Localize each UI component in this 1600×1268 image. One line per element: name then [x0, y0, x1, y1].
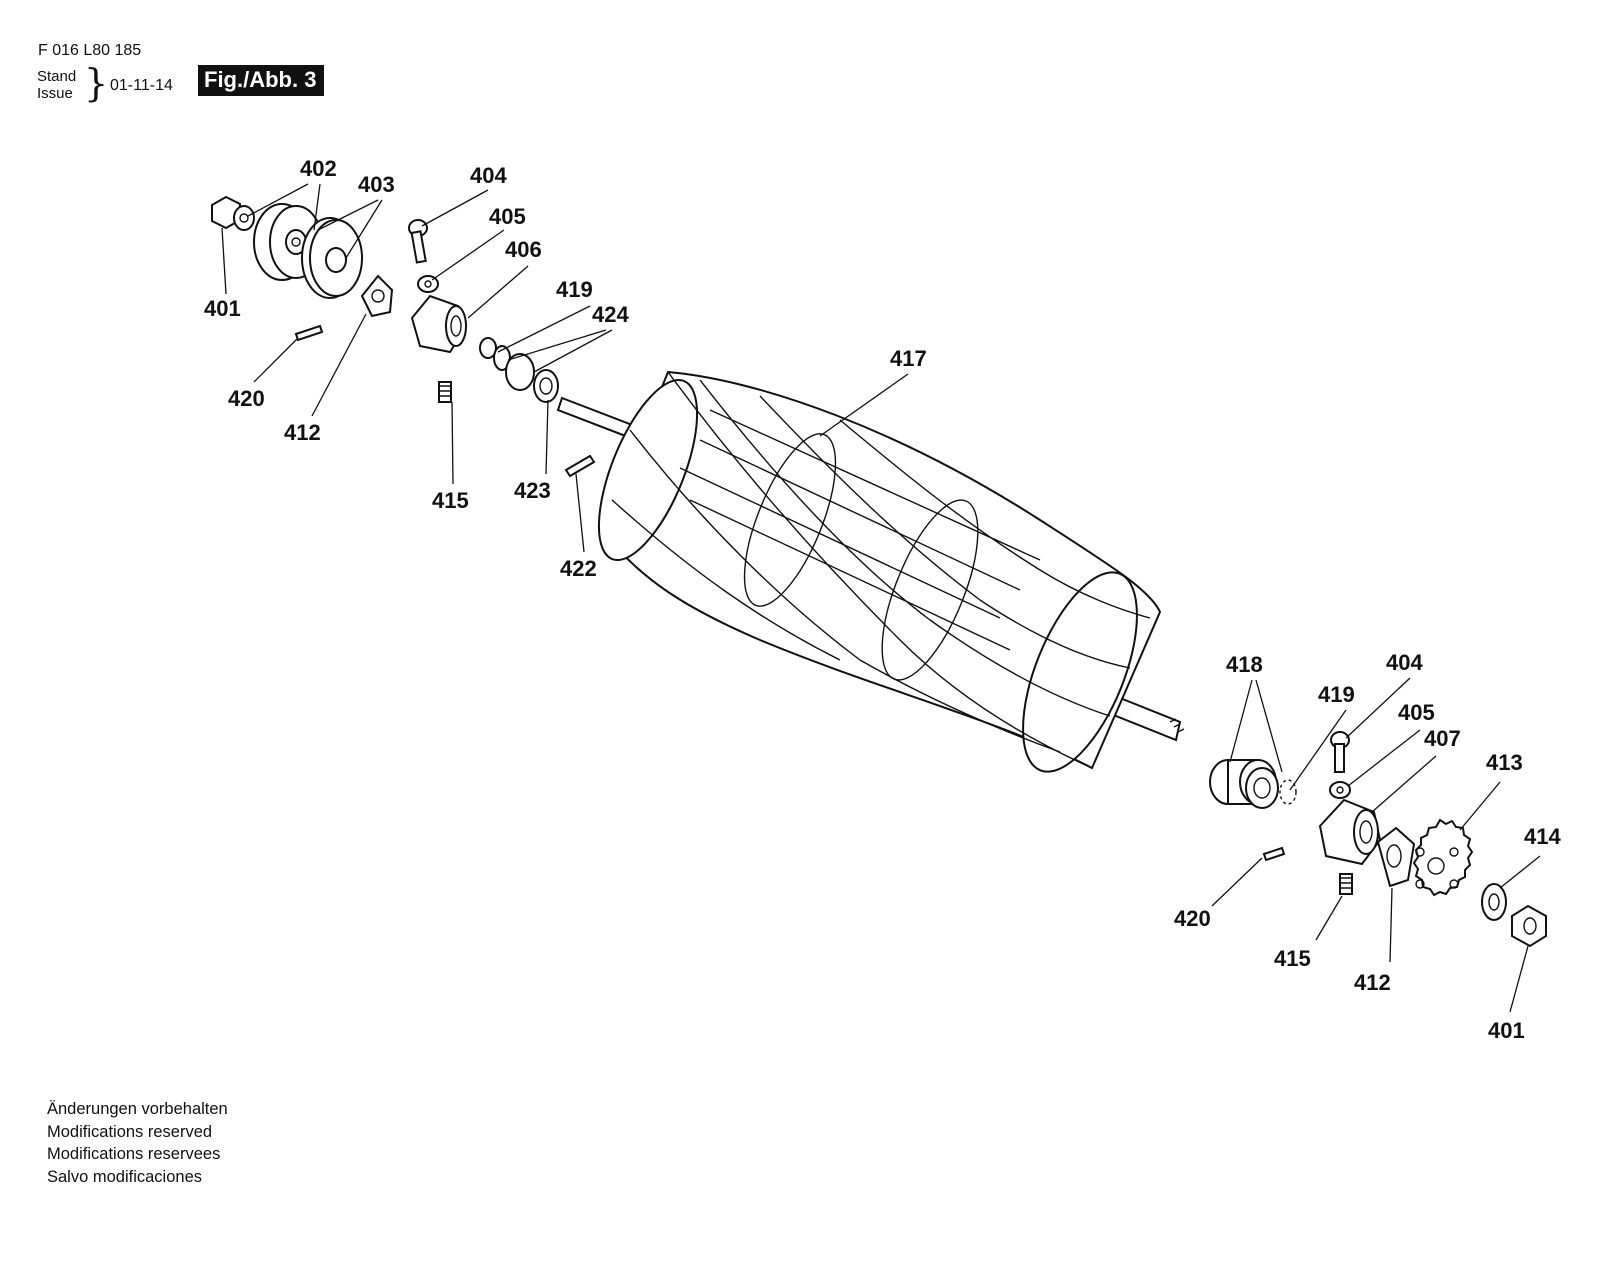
bearing-housing-407: [1318, 798, 1382, 866]
callout-404-right: 404: [1386, 650, 1423, 675]
callout-405-right: 405: [1398, 700, 1435, 725]
nut-401-left: [211, 195, 255, 231]
circlip-419-right: [1279, 779, 1297, 805]
callout-412-right: 412: [1354, 970, 1391, 995]
brace-symbol: }: [84, 61, 109, 105]
bearing-set-419-424-left: [479, 337, 559, 403]
wheel-403: [301, 217, 363, 299]
callout-402: 402: [300, 156, 337, 181]
callout-403: 403: [358, 172, 395, 197]
pin-420-right: [1262, 846, 1286, 862]
callout-415-left: 415: [432, 488, 469, 513]
notice-line-de: Änderungen vorbehalten: [47, 1100, 228, 1118]
wheel-402: [253, 203, 323, 281]
washer-414: [1481, 883, 1507, 921]
notice-line-fr: Modifications reservees: [47, 1145, 221, 1163]
nut-401-right: [1511, 904, 1547, 948]
callout-415-right: 415: [1274, 946, 1311, 971]
notice-line-en: Modifications reserved: [47, 1122, 213, 1141]
pin-420-left: [294, 324, 324, 342]
gasket-412-left: [360, 274, 394, 318]
modifications-notice: Änderungen vorbehalten Modifications res…: [47, 1098, 228, 1188]
callout-424: 424: [592, 302, 629, 327]
callout-401-right: 401: [1488, 1018, 1525, 1043]
callout-412-left: 412: [284, 420, 321, 445]
callout-419-right: 419: [1318, 682, 1355, 707]
callout-406: 406: [505, 237, 542, 262]
bearing-housing-406: [410, 294, 467, 354]
callout-labels: 402 403 401 404 405 406 419 424 417 420 …: [204, 156, 1561, 1043]
callout-422: 422: [560, 556, 597, 581]
notice-line-es: Salvo modificaciones: [47, 1167, 202, 1186]
grease-nipple-415-left: [438, 381, 452, 403]
callout-420-left: 420: [228, 386, 265, 411]
callout-407: 407: [1424, 726, 1461, 751]
issue-date: 01-11-14: [110, 77, 173, 94]
bearing-418: [1209, 759, 1279, 809]
left-parts-group: [211, 195, 596, 478]
bolt-404-right: [1330, 731, 1350, 773]
callout-418: 418: [1226, 652, 1263, 677]
callout-413: 413: [1486, 750, 1523, 775]
callout-420-right: 420: [1174, 906, 1211, 931]
document-code: F 016 L80 185: [38, 42, 142, 59]
cutting-reel-417: [556, 370, 1185, 773]
callout-419-left: 419: [556, 277, 593, 302]
callout-423: 423: [514, 478, 551, 503]
key-422: [564, 454, 596, 478]
stand-issue-label: Stand Issue: [37, 68, 76, 102]
callout-404-left: 404: [470, 163, 507, 188]
callout-417: 417: [890, 346, 927, 371]
washer-405-right: [1329, 781, 1351, 799]
callout-405-left: 405: [489, 204, 526, 229]
stand-label: Stand: [37, 68, 77, 85]
figure-badge: Fig./Abb. 3: [198, 65, 325, 96]
callout-401-left: 401: [204, 296, 241, 321]
leader-lines: [221, 183, 1541, 1013]
bolt-404-left: [408, 219, 428, 264]
grease-nipple-415-right: [1339, 873, 1353, 895]
right-parts-group: [1209, 731, 1547, 948]
issue-label: Issue: [37, 85, 73, 102]
callout-414: 414: [1524, 824, 1561, 849]
gasket-412-right: [1376, 826, 1416, 888]
sprocket-413: [1412, 818, 1474, 897]
